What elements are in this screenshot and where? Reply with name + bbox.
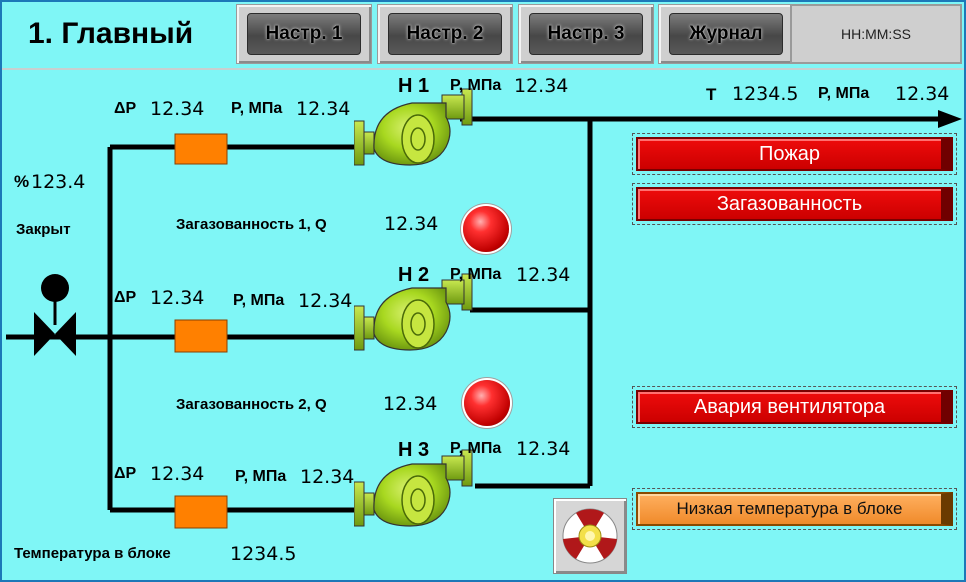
- settings-1-button[interactable]: Настр. 1: [236, 4, 372, 64]
- pump-2-p-in-value: 12.34: [298, 290, 353, 312]
- pump-1-name: Н 1: [398, 75, 430, 97]
- gas-2-value: 12.34: [383, 393, 438, 415]
- outlet-t-label: T: [706, 85, 717, 104]
- pump-1-p-out-label: P, МПа: [450, 77, 502, 94]
- settings-2-button[interactable]: Настр. 2: [377, 4, 513, 64]
- pump-2-p-out-value: 12.34: [516, 264, 571, 286]
- journal-button[interactable]: Журнал: [658, 4, 794, 64]
- settings-3-label: Настр. 3: [529, 13, 643, 55]
- valve-percent-value: 123.4: [31, 171, 86, 193]
- pump-3-name: Н 3: [398, 439, 430, 461]
- gas-alarm-indicator[interactable]: Загазованность: [632, 183, 957, 225]
- gate-valve-icon: [34, 274, 76, 356]
- filter-2: [174, 319, 228, 353]
- siren-button[interactable]: [553, 498, 627, 574]
- pump-3-p-out-label: P, МПа: [450, 440, 502, 457]
- gas-alarm-label: Загазованность: [636, 187, 953, 221]
- pump-2-p-out-label: P, МПа: [450, 266, 502, 283]
- low-temp-alarm-label: Низкая температура в блоке: [636, 492, 953, 526]
- page-title: 1. Главный: [28, 17, 194, 50]
- gas-2-indicator-lamp: [464, 380, 510, 426]
- pump-2-p-in-label: P, МПа: [233, 292, 285, 309]
- flow-arrow: [938, 110, 962, 128]
- clock-display: HH:MM:SS: [790, 4, 962, 64]
- outlet-p-label: P, МПа: [818, 85, 870, 102]
- pump-3-p-out-value: 12.34: [516, 438, 571, 460]
- fan-failure-alarm-indicator[interactable]: Авария вентилятора: [632, 386, 957, 428]
- top-bar: 1. Главный Настр. 1 Настр. 2 Настр. 3 Жу…: [0, 0, 966, 70]
- gas-1-label: Загазованность 1, Q: [176, 216, 327, 233]
- block-temp-value: 1234.5: [230, 543, 297, 565]
- gas-1-indicator-lamp: [463, 206, 509, 252]
- low-temp-alarm-indicator[interactable]: Низкая температура в блоке: [632, 488, 957, 530]
- gas-2-label: Загазованность 2, Q: [176, 396, 327, 413]
- pump-1-p-in-label: P, МПа: [231, 100, 283, 117]
- fire-alarm-label: Пожар: [636, 137, 953, 171]
- settings-3-button[interactable]: Настр. 3: [518, 4, 654, 64]
- pump-3-dp-label: ΔP: [114, 465, 137, 482]
- pipe-network: [6, 116, 940, 513]
- pump-1-dp-value: 12.34: [150, 98, 205, 120]
- fire-alarm-indicator[interactable]: Пожар: [632, 133, 957, 175]
- pump-1-p-out-value: 12.34: [514, 75, 569, 97]
- settings-1-label: Настр. 1: [247, 13, 361, 55]
- block-temp-label: Температура в блоке: [14, 545, 171, 562]
- siren-icon: [562, 508, 618, 564]
- valve-state: Закрыт: [16, 221, 71, 238]
- settings-2-label: Настр. 2: [388, 13, 502, 55]
- pump-3-p-in-value: 12.34: [300, 466, 355, 488]
- pump-2-name: Н 2: [398, 264, 430, 286]
- filter-1: [174, 133, 228, 165]
- filter-3: [174, 495, 228, 529]
- centrifugal-pump-icon: [354, 88, 473, 166]
- outlet-t-value: 1234.5: [732, 83, 799, 105]
- pump-3-p-in-label: P, МПа: [235, 468, 287, 485]
- pump-2-dp-label: ΔP: [114, 289, 137, 306]
- pump-1-dp-label: ΔP: [114, 100, 137, 117]
- centrifugal-pump-icon: [354, 449, 473, 527]
- pump-1-p-in-value: 12.34: [296, 98, 351, 120]
- journal-label: Журнал: [669, 13, 783, 55]
- fan-failure-alarm-label: Авария вентилятора: [636, 390, 953, 424]
- outlet-p-value: 12.34: [895, 83, 950, 105]
- valve-percent-symbol: %: [14, 172, 30, 191]
- pump-2-dp-value: 12.34: [150, 287, 205, 309]
- gas-1-value: 12.34: [384, 213, 439, 235]
- pump-3-dp-value: 12.34: [150, 463, 205, 485]
